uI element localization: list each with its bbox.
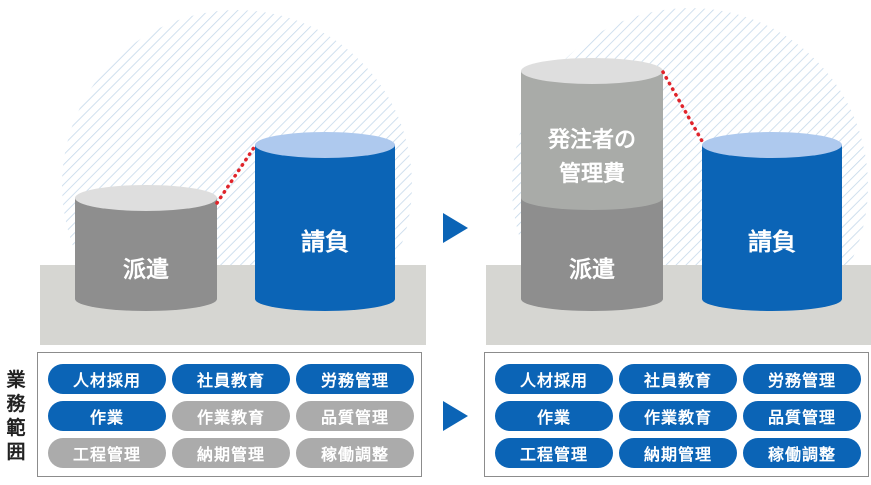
left-scope-panel: 人材採用 社員教育 労務管理 作業 作業教育 品質管理 工程管理 納期管理 稼働… bbox=[37, 352, 422, 477]
scope-pill: 工程管理 bbox=[48, 438, 166, 468]
scope-pill: 納期管理 bbox=[172, 438, 290, 468]
scope-pill: 作業 bbox=[495, 401, 613, 431]
scope-pill: 作業教育 bbox=[619, 401, 737, 431]
scope-label-char: 業 bbox=[6, 369, 26, 391]
left-ukeoi-cylinder: 請負 bbox=[255, 132, 395, 311]
scope-pill: 稼働調整 bbox=[743, 438, 861, 468]
scope-pill: 社員教育 bbox=[172, 364, 290, 394]
right-ukeoi-label: 請負 bbox=[748, 228, 796, 256]
left-scene: 派遣 請負 bbox=[40, 10, 426, 345]
left-haken-cylinder: 派遣 bbox=[75, 185, 217, 311]
scope-pill: 労務管理 bbox=[743, 364, 861, 394]
scope-label-char: 務 bbox=[6, 393, 26, 415]
right-kanri-label-line2: 管理費 bbox=[559, 161, 625, 187]
right-scene: 発注者の 管理費 派遣 請負 bbox=[486, 8, 871, 345]
scope-pill: 稼働調整 bbox=[296, 438, 414, 468]
left-dotted-connector bbox=[215, 144, 257, 205]
scope-pill: 人材採用 bbox=[495, 364, 613, 394]
scope-vertical-label: 業 務 範 囲 bbox=[4, 368, 28, 464]
scope-label-char: 囲 bbox=[6, 441, 26, 463]
scope-pill: 社員教育 bbox=[619, 364, 737, 394]
right-dotted-connector bbox=[661, 70, 704, 143]
scope-pill: 納期管理 bbox=[619, 438, 737, 468]
scope-pill: 作業 bbox=[48, 401, 166, 431]
arrow-right-icon bbox=[443, 213, 468, 243]
right-scope-panel: 人材採用 社員教育 労務管理 作業 作業教育 品質管理 工程管理 納期管理 稼働… bbox=[484, 352, 869, 477]
right-stacked-cylinder: 発注者の 管理費 派遣 bbox=[521, 58, 663, 311]
left-haken-label: 派遣 bbox=[123, 257, 169, 283]
right-haken-label: 派遣 bbox=[569, 257, 615, 283]
right-ukeoi-cylinder: 請負 bbox=[702, 132, 842, 311]
scope-pill: 品質管理 bbox=[743, 401, 861, 431]
arrow-right-icon bbox=[443, 401, 468, 431]
scope-label-char: 範 bbox=[6, 417, 26, 439]
scope-pill: 作業教育 bbox=[172, 401, 290, 431]
left-ukeoi-label: 請負 bbox=[301, 228, 349, 256]
scope-pill: 労務管理 bbox=[296, 364, 414, 394]
right-kanri-label-line1: 発注者の bbox=[547, 127, 636, 153]
scope-pill: 品質管理 bbox=[296, 401, 414, 431]
scope-pill: 人材採用 bbox=[48, 364, 166, 394]
scope-pill: 工程管理 bbox=[495, 438, 613, 468]
